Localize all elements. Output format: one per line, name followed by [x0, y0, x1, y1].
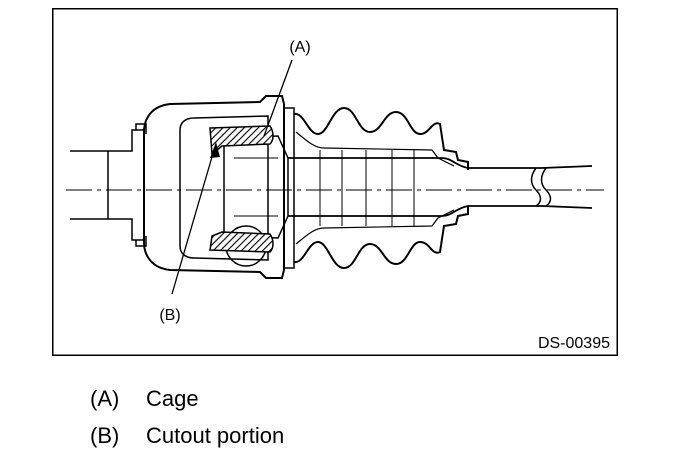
- cage-upper: [209, 125, 274, 156]
- diagram-figure: (A) (B) DS-00395: [52, 8, 618, 356]
- cage-lower: [209, 231, 274, 253]
- figure-frame: [52, 8, 618, 356]
- clip: [135, 123, 147, 247]
- legend-text: Cage: [146, 386, 199, 411]
- legend-text: Cutout portion: [146, 423, 285, 448]
- housing-inner-wall: [179, 115, 269, 261]
- legend-item-a: (A) Cage: [90, 386, 199, 412]
- cv-joint-drawing: (A) (B) DS-00395: [52, 8, 618, 356]
- axle-break-right: [540, 167, 552, 207]
- callout-b: (B): [159, 307, 180, 324]
- boot-pleats: [319, 150, 415, 226]
- boot-lower: [293, 206, 469, 270]
- leader-b: [171, 149, 215, 295]
- figure-code: DS-00395: [538, 335, 610, 352]
- shaft-flange: [108, 129, 145, 241]
- callout-a: (A): [289, 39, 310, 56]
- legend-item-b: (B) Cutout portion: [90, 423, 284, 449]
- axle-bottom: [288, 205, 593, 217]
- legend-key: (A): [90, 386, 120, 411]
- outer-housing: [143, 95, 285, 279]
- boot-inner: [295, 131, 455, 245]
- leader-b-arrowhead: [210, 142, 220, 158]
- inner-race: [223, 135, 289, 239]
- boot-upper: [293, 106, 469, 170]
- legend-key: (B): [90, 423, 120, 448]
- left-shaft: [70, 150, 108, 220]
- leader-a: [263, 59, 293, 137]
- boot-band: [283, 107, 295, 269]
- axle-top: [288, 157, 593, 169]
- axle-break-left: [530, 167, 542, 207]
